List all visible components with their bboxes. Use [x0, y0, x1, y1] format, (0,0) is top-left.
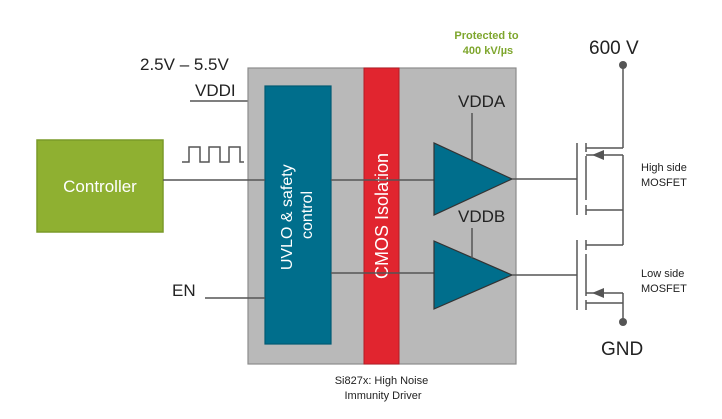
isolation-label: CMOS Isolation [372, 153, 392, 279]
driver-caption: Si827x: High Noise Immunity Driver [335, 375, 432, 402]
vdda-label: VDDA [458, 92, 506, 111]
mosfet-icon [576, 143, 623, 215]
uvlo-label: UVLO & safety control [279, 160, 316, 270]
uvlo-safety-block [264, 85, 332, 345]
mosfet-icon [576, 240, 623, 310]
high-side-mosfet-label: High side MOSFET [641, 162, 690, 189]
uvlo-label-line1: UVLO & safety [279, 164, 296, 270]
caption-line1: Si827x: High Noise [335, 375, 429, 387]
controller-label: Controller [63, 177, 137, 196]
high-side-line2: MOSFET [641, 177, 687, 189]
caption-line2: Immunity Driver [344, 390, 421, 402]
ground-terminal [619, 318, 627, 326]
buffer-triangle-icon [433, 240, 514, 310]
low-side-mosfet-label: Low side MOSFET [641, 268, 687, 295]
vddb-label: VDDB [458, 207, 505, 226]
supply-voltage-range: 2.5V – 5.5V [140, 55, 230, 74]
high-rail-label: 600 V [589, 38, 639, 59]
low-side-line2: MOSFET [641, 283, 687, 295]
supply-vddi-label: VDDI [195, 81, 236, 100]
buffer-triangle-icon [433, 142, 514, 216]
ground-label: GND [601, 339, 643, 360]
low-side-line1: Low side [641, 268, 684, 280]
controller-block [36, 139, 164, 233]
protection-note: Protected to 400 kV/µs [454, 30, 521, 57]
uvlo-label-line2: control [299, 191, 316, 239]
protection-note-line1: Protected to [454, 30, 518, 42]
protection-note-line2: 400 kV/µs [463, 45, 513, 57]
cmos-isolation-barrier [363, 67, 400, 365]
square-wave-icon [182, 146, 244, 163]
high-rail-terminal [619, 61, 627, 69]
high-side-line1: High side [641, 162, 687, 174]
enable-label: EN [172, 281, 196, 300]
